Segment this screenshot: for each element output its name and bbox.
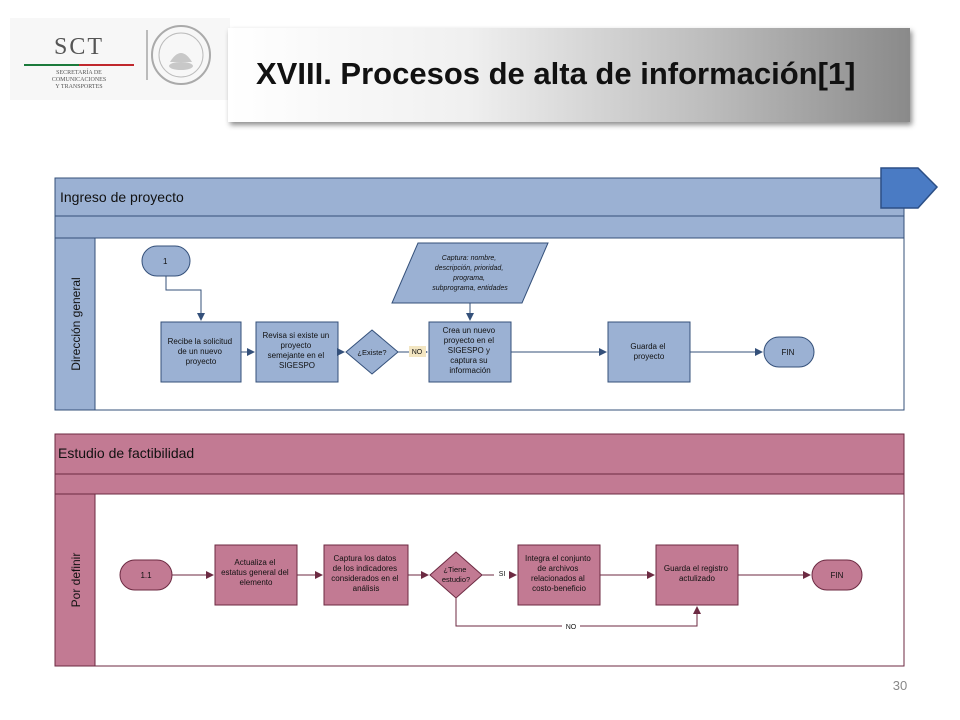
connector-arrow [165,276,205,321]
process-step-actualiza-estatus [214,544,298,606]
logo-subtitle-line: COMUNICACIONES [51,77,107,83]
end-terminator [811,559,863,591]
lane-label: Dirección general [69,277,83,370]
decision-existe [345,329,399,375]
step-label-line: Crea un nuevo [443,326,496,335]
logo-subtitle-line: SECRETARÍA DE [56,70,102,76]
step-label-line: proyecto [634,352,665,361]
title-bar [228,28,910,122]
data-input-line: subprograma, entidades [432,285,508,292]
step-label-line: proyecto [281,341,312,350]
step-label: Recibe la solicitud de un nuevo proyecto [168,337,235,366]
pool-header [54,177,905,217]
end-label: FIN [831,571,844,580]
page-number: 30 [892,678,908,693]
step-label-line: actulizado [679,574,716,583]
data-input-line: Captura: nombre, [442,255,497,262]
data-input-label: Captura: nombre, descripción, prioridad,… [432,255,508,292]
diagram-ingreso-de-proyecto: Ingreso de proyecto Dirección general 1 … [54,177,905,411]
step-label: Guarda el registro actulizado [664,564,730,583]
pool-title: Estudio de factibilidad [58,445,194,461]
data-input-line: descripción, prioridad, [435,265,504,272]
step-label: Revisa si existe un proyecto semejante e… [263,331,332,370]
process-step-guarda-registro [655,544,739,606]
step-label: Crea un nuevo proyecto en el SIGESPO y c… [443,326,498,375]
step-label-line: Actualiza el [234,558,275,567]
pool-subheader [54,215,905,239]
step-label-line: de los indicadores [333,564,397,573]
step-label-line: considerados en el [331,574,398,583]
diagram-estudio-de-factibilidad: Estudio de factibilidad Por definir 1.1 … [54,433,905,667]
step-label-line: captura su [450,356,487,365]
pool-subheader [54,473,905,495]
logo-color-lines [24,64,134,67]
step-label-line: semejante en el [268,351,325,360]
sct-logo [10,18,230,100]
step-label-line: análisis [353,584,380,593]
branch-label-bg [562,620,580,631]
page-title: XVIII. Procesos de alta de información[1… [256,56,856,91]
process-step-revisa-existencia [255,321,339,383]
step-label: Actualiza el estatus general del element… [221,558,291,587]
branch-label-bg [494,568,509,579]
step-label-line: información [449,366,490,375]
step-label: Captura los datos de los indicadores con… [331,554,400,593]
branch-label-bg [409,346,426,357]
step-label-line: Guarda el [630,342,665,351]
logo-subtitle-line: Y TRANSPORTES [55,84,103,90]
step-label-line: de archivos [537,564,578,573]
step-label-line: costo-beneficio [532,584,586,593]
decision-label: ¿Existe? [357,348,386,357]
start-connector-label: 1 [163,257,168,266]
step-label-line: SIGESPO [279,361,315,370]
step-label-line: elemento [240,578,273,587]
branch-label-no: NO [566,624,577,631]
lane-header [54,237,96,411]
logo-acronym: SCT [53,34,104,60]
step-label-line: estatus general del [221,568,289,577]
decision-label-line: ¿Tiene [443,565,466,574]
process-step-crea-proyecto [428,321,512,383]
end-label: FIN [782,348,795,357]
pool-title: Ingreso de proyecto [60,189,184,205]
step-label-line: Captura los datos [334,554,397,563]
decision-label: ¿Tiene estudio? [442,565,470,584]
lane-header [54,493,96,667]
process-step-guarda-proyecto [607,321,691,383]
step-label-line: proyecto en el [444,336,494,345]
lane-label: Por definir [69,553,83,608]
next-arrow-icon[interactable] [880,167,939,209]
step-label-line: Integra el conjunto [525,554,591,563]
end-terminator [763,336,815,368]
decision-label-line: estudio? [442,575,470,584]
branch-label-no: NO [412,349,423,356]
pool-header [54,433,905,475]
step-label-line: Recibe la solicitud [168,337,232,346]
step-label-line: proyecto [186,357,217,366]
branch-label-si: SI [499,571,506,578]
data-input-shape [391,242,549,304]
step-label-line: relacionados al [531,574,585,583]
data-input-line: programa, [452,275,485,282]
step-label: Guarda el proyecto [630,342,667,361]
step-label-line: de un nuevo [178,347,223,356]
national-seal-icon [151,25,211,85]
step-label-line: Guarda el registro [664,564,729,573]
logo-divider [146,30,148,80]
step-label: Integra el conjunto de archivos relacion… [525,554,593,593]
logo-subtitle: SECRETARÍA DE COMUNICACIONES Y TRANSPORT… [24,70,134,91]
start-connector-label: 1.1 [140,571,152,580]
step-label-line: Revisa si existe un [263,331,330,340]
step-label-line: SIGESPO y [448,346,490,355]
